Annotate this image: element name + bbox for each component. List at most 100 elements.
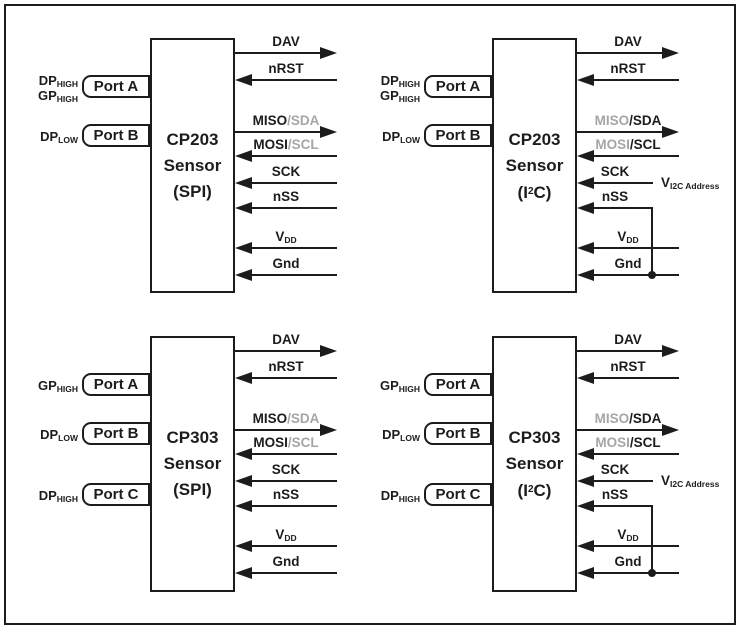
signal-label: DAV (235, 33, 337, 51)
signal-label: MISO/SDA (235, 112, 337, 130)
signal-label: MOSI/SCL (577, 434, 679, 452)
arrow-left-icon (577, 448, 594, 460)
signal-label: nSS (577, 188, 653, 206)
text-segment: C) (533, 182, 552, 202)
port-pin-label: GPHIGH (2, 87, 78, 108)
text-segment: MISO (594, 113, 630, 128)
port-label: Port C (435, 486, 481, 503)
port-box: Port B (82, 124, 150, 147)
text-segment: DAV (614, 332, 642, 347)
arrow-left-icon (577, 150, 594, 162)
text-segment: nRST (610, 359, 646, 374)
text-segment: Sensor (163, 454, 222, 473)
sensor-block-cp203-spi (150, 38, 235, 293)
signal-line (251, 155, 337, 157)
arrow-left-icon (235, 475, 252, 487)
sensor-title-line: CP203 (150, 127, 235, 153)
text-segment: LOW (58, 135, 78, 145)
arrow-left-icon (577, 242, 594, 254)
text-segment: C) (533, 481, 552, 500)
arrow-right-icon (320, 47, 337, 59)
text-segment: /SDA (287, 113, 320, 128)
signal-line (251, 572, 337, 574)
text-segment: HIGH (56, 494, 78, 504)
text-segment: nRST (268, 61, 304, 76)
i2c-address-label: VI2C Address (661, 173, 719, 196)
text-segment: DAV (272, 34, 300, 49)
text-segment: DP (380, 73, 399, 88)
signal-label: nSS (235, 486, 337, 504)
port-label: Port A (435, 78, 481, 95)
text-segment: /SDA (629, 113, 662, 128)
text-segment: MOSI (253, 435, 288, 450)
signal-label: Gnd (235, 255, 337, 273)
text-segment: /SCL (629, 435, 661, 450)
sensor-title-line: Sensor (150, 153, 235, 179)
signal-line (251, 505, 337, 507)
sensor-block-cp203-i2c (492, 38, 577, 293)
arrow-left-icon (235, 74, 252, 86)
signal-label: SCK (235, 461, 337, 479)
text-segment: HIGH (398, 94, 420, 104)
signal-line (593, 182, 653, 184)
signal-line (593, 274, 679, 276)
text-segment: DP (38, 73, 57, 88)
port-label: Port A (435, 376, 481, 393)
port-pin-label: DPLOW (344, 426, 420, 447)
port-box: Port A (424, 373, 492, 396)
port-pin-label: GPHIGH (344, 87, 420, 108)
signal-label: VDD (235, 228, 337, 249)
text-segment: 2 (527, 484, 534, 495)
nss-gnd-tie-line (651, 505, 653, 574)
arrow-right-icon (662, 345, 679, 357)
text-segment: DP (40, 129, 59, 144)
port-box: Port A (82, 373, 150, 396)
signal-line (593, 155, 679, 157)
signal-label: SCK (577, 461, 653, 479)
signal-label: MOSI/SCL (235, 434, 337, 452)
port-pin-label: DPHIGH (344, 487, 420, 508)
text-segment: Gnd (272, 256, 300, 271)
signal-line (235, 131, 321, 133)
text-segment: MOSI (253, 137, 288, 152)
text-segment: /SCL (287, 435, 319, 450)
port-pin-label: DPHIGH (2, 487, 78, 508)
arrow-left-icon (577, 567, 594, 579)
text-segment: nRST (610, 61, 646, 76)
signal-line (593, 545, 679, 547)
port-label: Port C (93, 486, 139, 503)
text-segment: (SPI) (173, 480, 212, 499)
text-segment: nRST (268, 359, 304, 374)
text-segment: DP (380, 488, 399, 503)
text-segment: V (661, 175, 671, 190)
arrow-right-icon (320, 126, 337, 138)
signal-label: DAV (577, 33, 679, 51)
text-segment: DD (626, 235, 639, 245)
text-segment: /SDA (629, 411, 662, 426)
signal-line (251, 79, 337, 81)
text-segment: HIGH (56, 79, 78, 89)
port-box: Port A (424, 75, 492, 98)
nss-gnd-tie-line (651, 207, 653, 276)
text-segment: CP203 (166, 129, 219, 149)
port-label: Port B (435, 127, 481, 144)
text-segment: MISO (252, 411, 288, 426)
text-segment: MISO (252, 113, 288, 128)
signal-line (593, 572, 679, 574)
text-segment: GP (379, 378, 399, 393)
text-segment: HIGH (398, 79, 420, 89)
text-segment: Sensor (163, 155, 222, 175)
text-segment: DD (284, 533, 297, 543)
text-segment: Sensor (505, 454, 564, 473)
text-segment: MOSI (595, 137, 630, 152)
arrow-left-icon (577, 540, 594, 552)
text-segment: V (617, 527, 627, 542)
signal-line (251, 377, 337, 379)
signal-line (251, 207, 337, 209)
port-pin-label: DPLOW (344, 128, 420, 149)
text-segment: DAV (614, 34, 642, 49)
sensor-title-line: Sensor (150, 451, 235, 477)
signal-label: Gnd (577, 553, 679, 571)
